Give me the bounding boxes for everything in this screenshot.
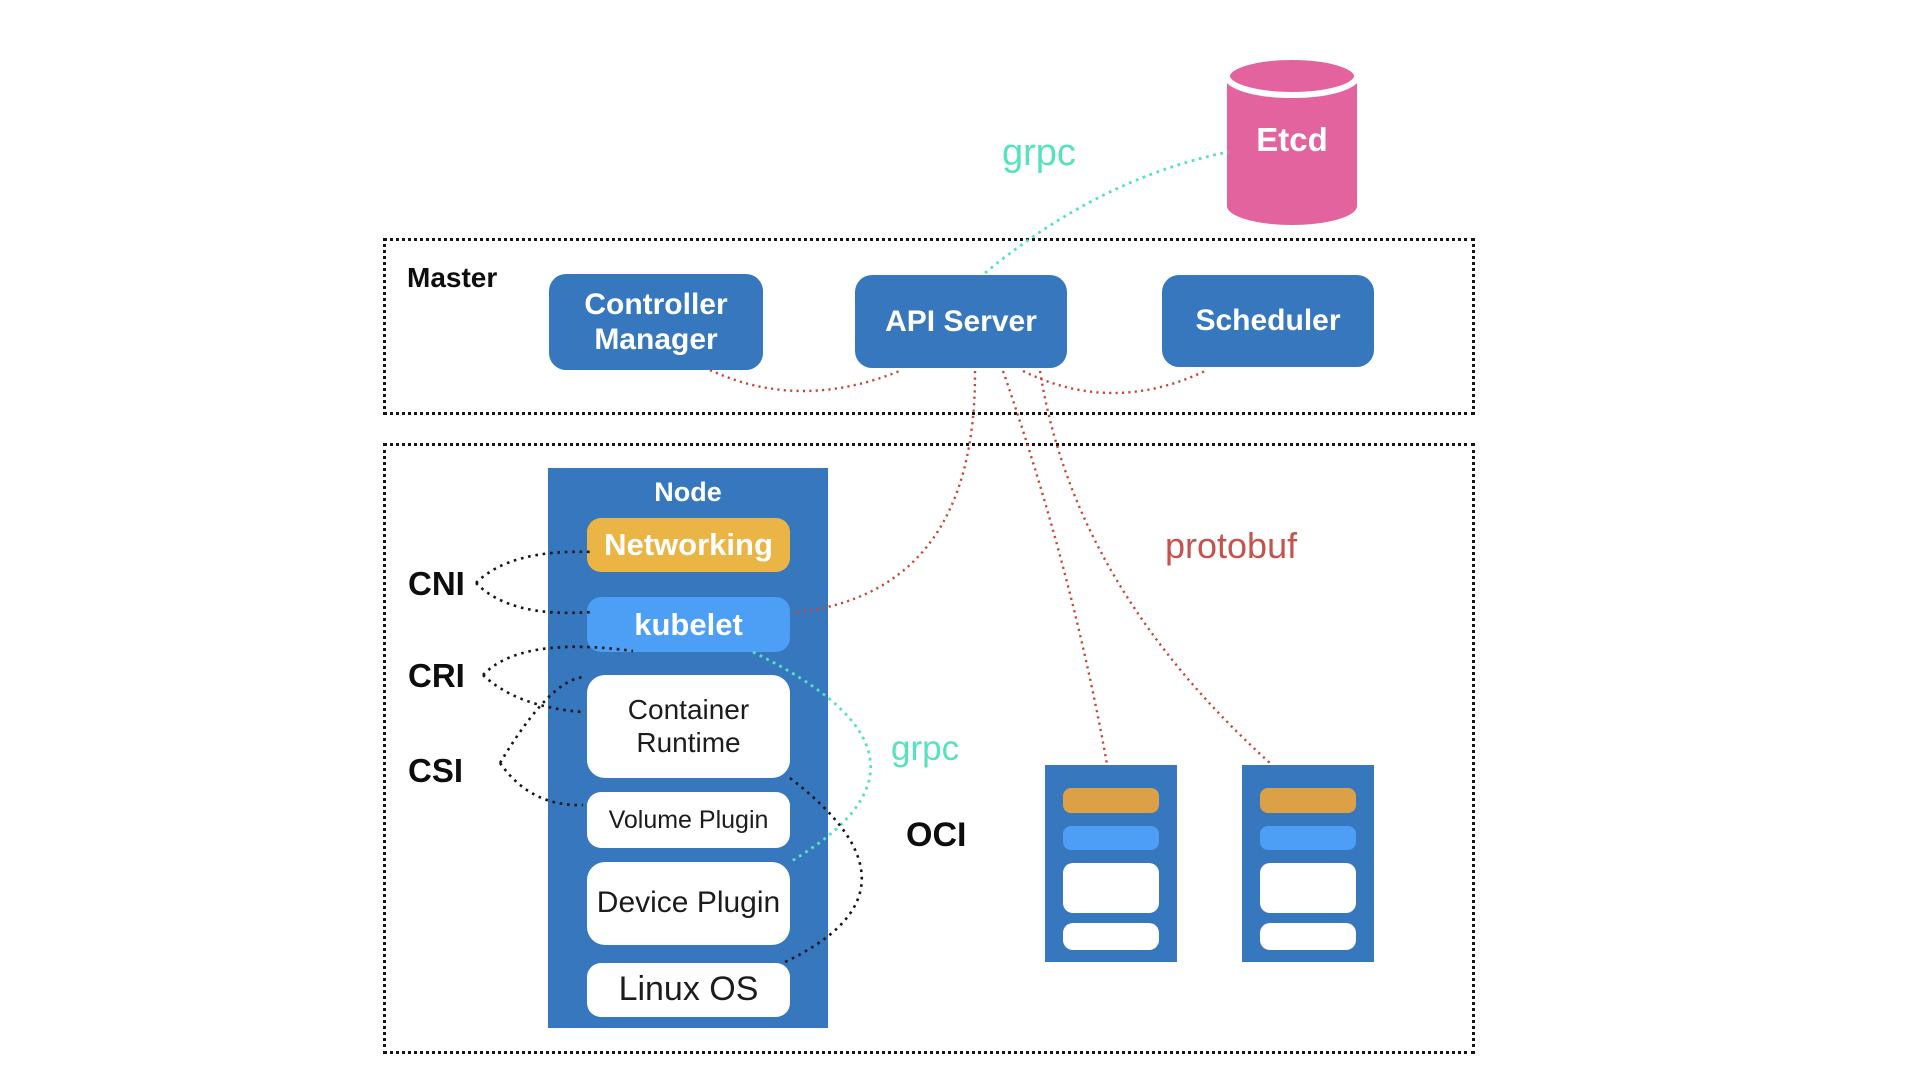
worker-node-os-bar [1063, 923, 1159, 950]
device-plugin-box: Device Plugin [587, 862, 790, 945]
oci-label: OCI [906, 816, 967, 854]
node-label: Node [654, 477, 722, 507]
etcd-cylinder-top [1224, 54, 1360, 98]
controller-manager-label: Controller Manager [584, 287, 728, 356]
container-runtime-label: Container Runtime [627, 694, 750, 758]
networking-label: Networking [604, 527, 773, 563]
worker-node-runtime-bar [1063, 863, 1159, 913]
container-runtime-box: Container Runtime [587, 675, 790, 778]
worker-node-kubelet-bar [1260, 826, 1356, 850]
volume-plugin-box: Volume Plugin [587, 792, 790, 848]
worker-node-kubelet-bar [1063, 826, 1159, 850]
device-plugin-label: Device Plugin [596, 886, 781, 920]
worker-node-os-bar [1260, 923, 1356, 950]
api-server-box: API Server [855, 275, 1067, 368]
scheduler-label: Scheduler [1195, 304, 1341, 338]
kubelet-label: kubelet [634, 606, 743, 642]
worker-node-2 [1242, 765, 1374, 962]
etcd-cylinder: Etcd [1224, 54, 1360, 225]
linux-os-label: Linux OS [618, 970, 759, 1009]
scheduler-box: Scheduler [1162, 275, 1374, 367]
grpc-kubelet-runtime-label: grpc [891, 729, 960, 768]
csi-label: CSI [408, 752, 464, 789]
etcd-cylinder-body [1227, 76, 1357, 225]
etcd-label: Etcd [1256, 121, 1328, 158]
kubelet-box: kubelet [587, 597, 790, 652]
networking-box: Networking [587, 518, 790, 572]
worker-node-networking-bar [1260, 788, 1356, 813]
worker-node-networking-bar [1063, 788, 1159, 813]
cni-label: CNI [408, 565, 465, 602]
api-server-label: API Server [885, 304, 1037, 338]
protobuf-label: protobuf [1165, 525, 1298, 566]
volume-plugin-label: Volume Plugin [608, 805, 769, 834]
linux-os-box: Linux OS [587, 963, 790, 1017]
master-label: Master [407, 262, 498, 293]
controller-manager-box: Controller Manager [549, 274, 763, 370]
worker-node-1 [1045, 765, 1177, 962]
grpc-api-etcd-label: grpc [1002, 132, 1076, 174]
cri-label: CRI [408, 657, 465, 694]
worker-node-runtime-bar [1260, 863, 1356, 913]
